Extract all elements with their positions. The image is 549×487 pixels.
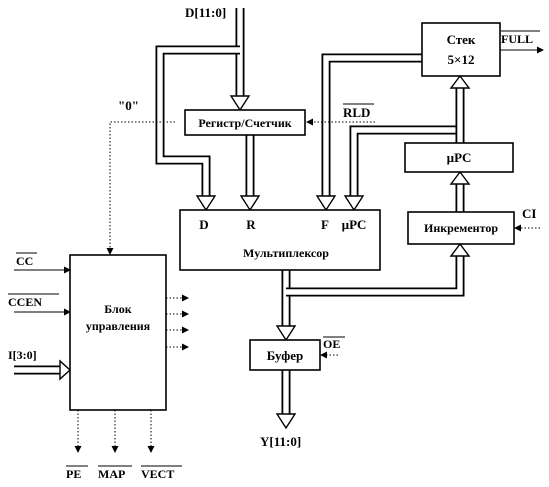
bus-arrowheads — [59, 74, 471, 430]
multiplexer-label: Мультиплексор — [243, 246, 329, 260]
stack-size-label: 5×12 — [448, 52, 475, 67]
mux-input-upc: µPC — [342, 217, 367, 232]
incrementer-label: Инкрементор — [424, 221, 498, 235]
label-ccen: CCEN — [8, 295, 42, 309]
label-full: FULL — [501, 32, 533, 46]
label-y-output: Y[11:0] — [260, 434, 301, 449]
label-pe: PE — [66, 467, 81, 481]
multiplexer-block: D R F µPC Мультиплексор — [179, 209, 381, 271]
register-counter-block: Регистр/Счетчик — [184, 109, 306, 136]
label-ci: CI — [522, 206, 536, 221]
data-buses — [14, 8, 465, 414]
buffer-label: Буфер — [267, 348, 303, 363]
buffer-block: Буфер — [249, 339, 321, 371]
label-i-input: I[3:0] — [8, 348, 37, 362]
stack-label: Стек — [447, 32, 476, 47]
label-map: MAP — [98, 467, 125, 481]
label-d-input: D[11:0] — [185, 5, 226, 20]
mux-input-r: R — [246, 217, 256, 232]
control-signals — [14, 46, 544, 453]
upc-block: µPC — [404, 142, 514, 173]
upc-label: µPC — [447, 150, 472, 165]
register-counter-label: Регистр/Счетчик — [198, 116, 291, 130]
control-unit-block: Блок управления — [69, 254, 167, 411]
label-zero: "0" — [118, 98, 139, 113]
mux-input-d: D — [199, 217, 208, 232]
label-cc: CC — [16, 254, 33, 268]
signal-labels: D[11:0] Y[11:0] FULL RLD "0" CI OE CC CC… — [8, 5, 540, 481]
label-vect: VECT — [141, 467, 174, 481]
mux-input-f: F — [321, 217, 329, 232]
label-rld: RLD — [343, 105, 370, 120]
control-unit-label-2: управления — [86, 319, 151, 333]
control-unit-label-1: Блок — [104, 302, 132, 316]
incrementer-block: Инкрементор — [407, 211, 515, 245]
stack-block: Стек 5×12 — [421, 22, 501, 77]
label-oe: OE — [323, 337, 340, 351]
